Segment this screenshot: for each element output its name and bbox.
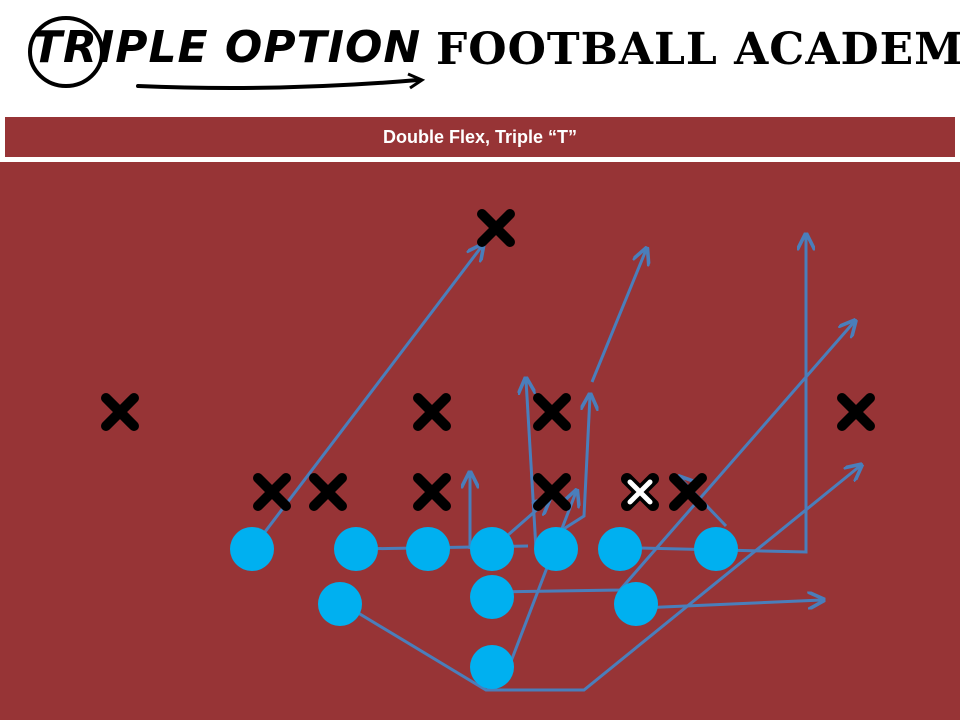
offensive-player-right-back: [614, 582, 658, 626]
route-left-receiver: [250, 246, 482, 550]
triple-option-logo: TRIPLE OPTION: [18, 8, 438, 100]
routes: [250, 236, 860, 692]
route-wheel: [561, 396, 590, 532]
offensive-player-lg: [406, 527, 450, 571]
defender-left-corner: [106, 398, 134, 426]
offensive-player-center: [470, 527, 514, 571]
route-right-go: [639, 236, 806, 554]
logo-text: TRIPLE OPTION: [32, 22, 422, 73]
offensive-player-fullback: [470, 575, 514, 619]
play-title-bar: Double Flex, Triple “T”: [4, 116, 956, 158]
defender-left-linebacker: [418, 398, 446, 426]
defender-left-tackle: [314, 478, 342, 506]
offensive-player-left-slot: [318, 582, 362, 626]
defender-key-read: [621, 473, 659, 511]
route-right-back-flat: [639, 600, 822, 608]
defense: [106, 214, 870, 511]
offensive-player-qb: [470, 645, 514, 689]
defender-right-corner: [842, 398, 870, 426]
offensive-player-rg: [534, 527, 578, 571]
offensive-player-left-receiver: [230, 527, 274, 571]
defender-right-linebacker: [538, 398, 566, 426]
academy-text: FOOTBALL ACADEMY: [436, 24, 960, 75]
route-left-slot: [339, 466, 860, 692]
offensive-player-lt: [334, 527, 378, 571]
route-qb-pitch: [508, 492, 576, 665]
defender-left-end: [258, 478, 286, 506]
defender-nose-left: [418, 478, 446, 506]
header: TRIPLE OPTION FOOTBALL ACADEMY: [0, 0, 960, 110]
defender-free-safety: [482, 214, 510, 242]
route-seam: [590, 250, 646, 383]
logo-swoosh-icon: [28, 16, 426, 90]
play-title: Double Flex, Triple “T”: [382, 126, 578, 147]
offensive-player-rt: [598, 527, 642, 571]
defender-nose-right: [538, 478, 566, 506]
route-tackle-climb: [526, 380, 538, 550]
offensive-player-right-end: [694, 527, 738, 571]
defender-right-end: [674, 478, 702, 506]
offense: [230, 527, 738, 689]
